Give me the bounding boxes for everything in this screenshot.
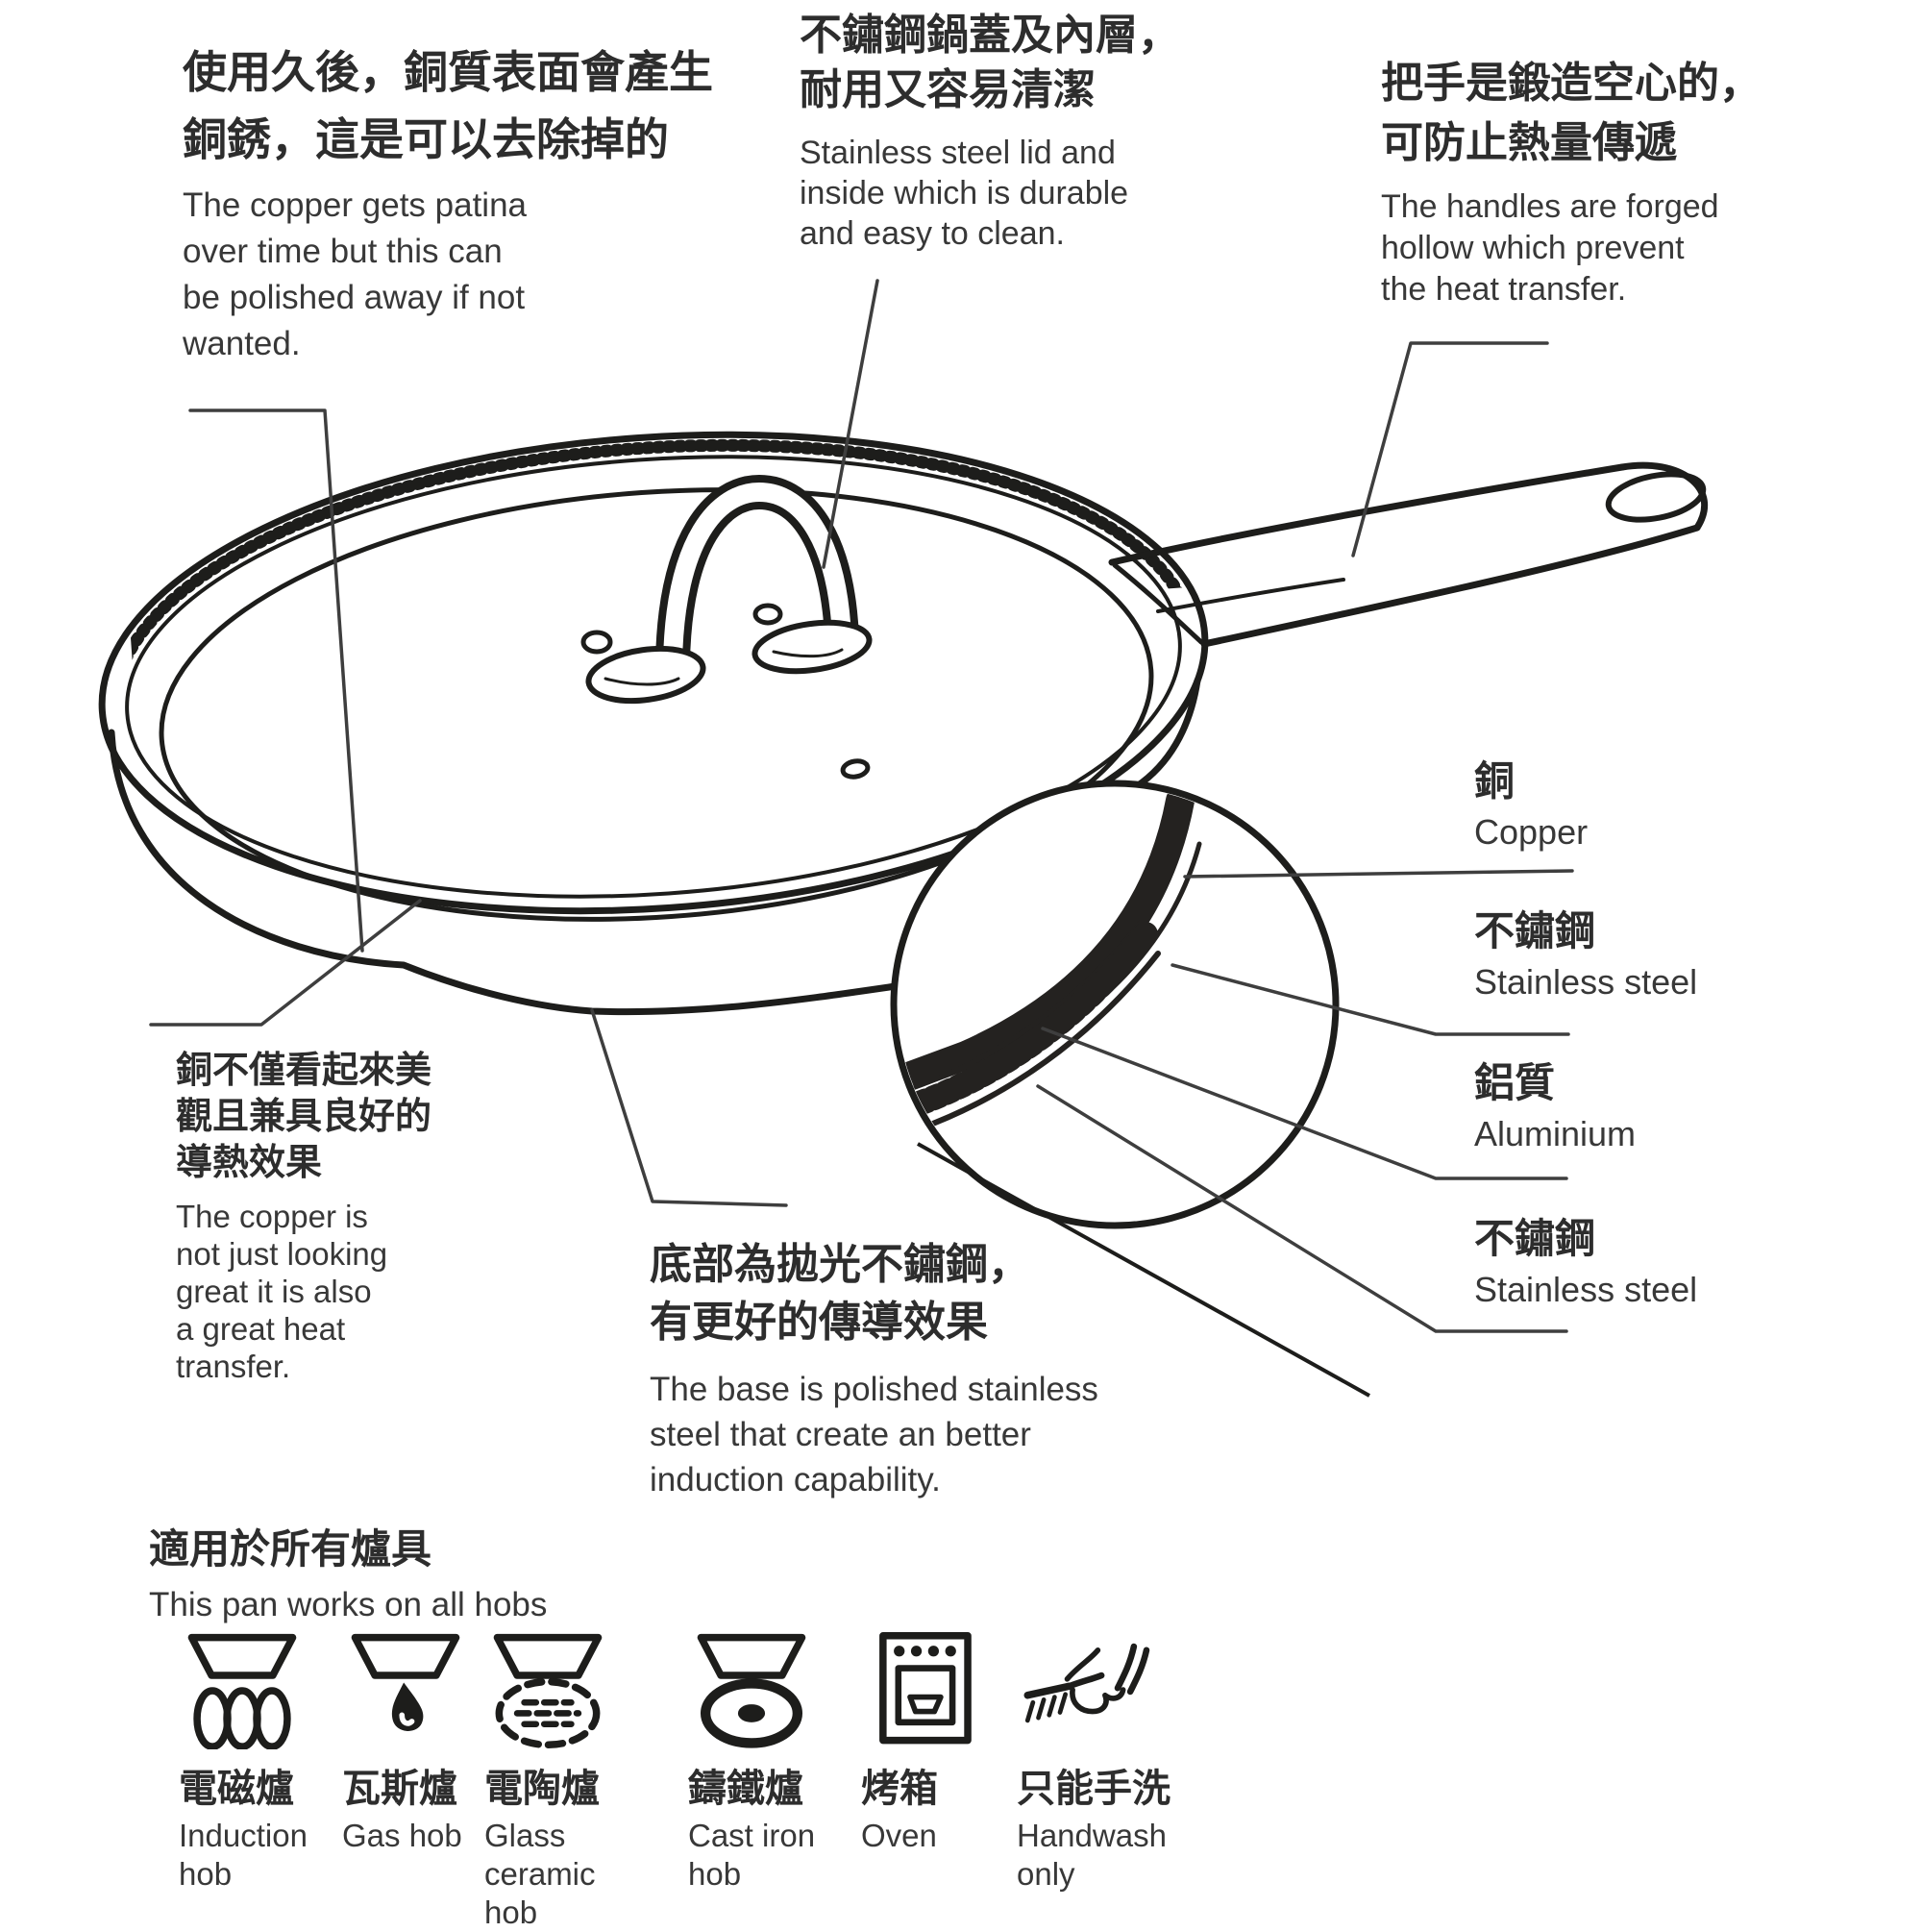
layer-label-copper-en: Copper	[1474, 812, 1589, 852]
leader-base	[590, 1008, 788, 1207]
hob-cast-iron-en: Cast iron hob	[688, 1818, 816, 1892]
lid-handle-foot-left	[585, 645, 706, 705]
hob-gas-en: Gas hob	[342, 1818, 462, 1853]
callout-base-zh: 底部為拋光不鏽鋼， 有更好的傳導效果	[650, 1241, 1030, 1346]
pan-wall-right	[1133, 677, 1201, 790]
callout-handle: 把手是鍛造空心的， 可防止熱量傳遞 The handles are forged…	[1381, 54, 1762, 310]
hob-oven-zh: 烤箱	[861, 1768, 938, 1810]
hob-handwash: 只能手洗 Handwash only	[1017, 1632, 1170, 1894]
callout-lid-en: Stainless steel lid and inside which is …	[800, 135, 1129, 252]
layer-label-stainless-2-en: Stainless steel	[1474, 1270, 1698, 1309]
layer-label-copper: 銅 Copper	[1474, 757, 1588, 854]
leader-patina	[188, 409, 364, 953]
pan-body	[108, 729, 899, 1016]
leader-lid	[822, 279, 879, 569]
callout-base-en: The base is polished stainless steel tha…	[650, 1371, 1098, 1499]
layer-label-stainless-2-zh: 不鏽鋼	[1474, 1216, 1596, 1261]
layer-label-copper-zh: 銅	[1474, 758, 1515, 804]
leader-handle	[1351, 341, 1549, 557]
callout-lid-zh: 不鏽鋼鍋蓋及內層， 耐用又容易清潔	[800, 12, 1180, 113]
layer-label-stainless-1: 不鏽鋼 Stainless steel	[1474, 907, 1697, 1003]
layer-label-stainless-1-en: Stainless steel	[1474, 962, 1698, 1002]
induction-hob-icon	[187, 1633, 297, 1749]
leader-layer-stainless-2	[1036, 1084, 1568, 1333]
callout-copper-body-zh: 銅不僅看起來美 觀且兼具良好的 導熱效果	[176, 1051, 432, 1183]
callout-patina-zh: 使用久後，銅質表面會產生 銅銹，這是可以去除掉的	[183, 47, 713, 164]
hob-gas-zh: 瓦斯爐	[342, 1768, 457, 1810]
layer-label-aluminium-zh: 鋁質	[1474, 1060, 1556, 1105]
hob-glass-ceramic-zh: 電陶爐	[484, 1768, 600, 1810]
hobs-title-zh: 適用於所有爐具	[149, 1526, 432, 1572]
layer-stainless-line-inner	[912, 951, 1161, 1133]
hob-oven-en: Oven	[861, 1818, 937, 1853]
callout-handle-en: The handles are forged hollow which prev…	[1381, 188, 1719, 308]
glass-ceramic-hob-icon	[493, 1633, 603, 1749]
hob-induction-zh: 電磁爐	[179, 1768, 294, 1810]
callout-patina-en: The copper gets patina over time but thi…	[183, 186, 528, 362]
layer-label-aluminium: 鋁質 Aluminium	[1474, 1059, 1636, 1155]
leader-layer-copper	[1183, 869, 1574, 879]
callout-copper-body-en: The copper is not just looking great it …	[176, 1199, 388, 1384]
layer-copper-band	[898, 787, 1195, 1093]
cast-iron-hob-icon	[697, 1633, 806, 1748]
lid-handle-screw-right	[752, 603, 783, 626]
glass-lid-edge	[159, 487, 1154, 922]
callout-handle-zh: 把手是鍛造空心的， 可防止熱量傳遞	[1381, 60, 1762, 166]
hob-oven: 烤箱 Oven	[861, 1632, 1015, 1855]
callout-copper-body: 銅不僅看起來美 觀且兼具良好的 導熱效果 The copper is not j…	[176, 1048, 431, 1385]
hob-gas: 瓦斯爐 Gas hob	[342, 1632, 496, 1855]
hobs-title: 適用於所有爐具 This pan works on all hobs	[149, 1524, 547, 1626]
layer-aluminium-hatch	[898, 922, 1158, 1120]
pan-rim-inner	[125, 455, 1182, 899]
pan-handle	[1108, 461, 1708, 648]
layer-stainless-line-top	[899, 918, 1145, 1095]
gas-hob-icon	[351, 1633, 460, 1731]
layer-label-aluminium-en: Aluminium	[1474, 1114, 1637, 1153]
layer-label-stainless-2: 不鏽鋼 Stainless steel	[1474, 1215, 1697, 1311]
layer-label-stainless-1-zh: 不鏽鋼	[1474, 908, 1596, 954]
cross-section-inset	[890, 780, 1370, 1398]
pan-rim-outer	[98, 431, 1209, 915]
hobs-title-en: This pan works on all hobs	[149, 1586, 548, 1623]
callout-patina: 使用久後，銅質表面會產生 銅銹，這是可以去除掉的 The copper gets…	[183, 38, 713, 367]
handle-hole	[1605, 471, 1707, 523]
steam-hole	[840, 758, 871, 780]
hob-handwash-zh: 只能手洗	[1017, 1768, 1170, 1810]
hob-cast-iron: 鑄鐵爐 Cast iron hob	[688, 1632, 842, 1894]
lid-handle-arch	[580, 475, 873, 705]
leader-copper-body	[149, 899, 422, 1027]
leader-layer-stainless-1	[1170, 963, 1570, 1036]
hob-glass-ceramic: 電陶爐 Glass ceramic hob	[484, 1632, 638, 1932]
handwash-only-icon	[1023, 1643, 1150, 1723]
hob-cast-iron-zh: 鑄鐵爐	[688, 1768, 803, 1810]
hob-induction-en: Induction hob	[179, 1818, 308, 1892]
leader-layer-aluminium	[1041, 1027, 1568, 1180]
hob-glass-ceramic-en: Glass ceramic hob	[484, 1818, 596, 1930]
hob-induction: 電磁爐 Induction hob	[179, 1632, 333, 1894]
lid-handle-screw-left	[580, 630, 613, 655]
callout-lid: 不鏽鋼鍋蓋及內層， 耐用又容易清潔 Stainless steel lid an…	[800, 8, 1180, 254]
oven-icon	[879, 1632, 972, 1745]
cut-edge-line	[917, 1142, 1370, 1398]
hob-handwash-en: Handwash only	[1017, 1818, 1167, 1892]
lid-handle-foot-right	[752, 619, 873, 675]
callout-base: 底部為拋光不鏽鋼， 有更好的傳導效果 The base is polished …	[650, 1236, 1098, 1502]
